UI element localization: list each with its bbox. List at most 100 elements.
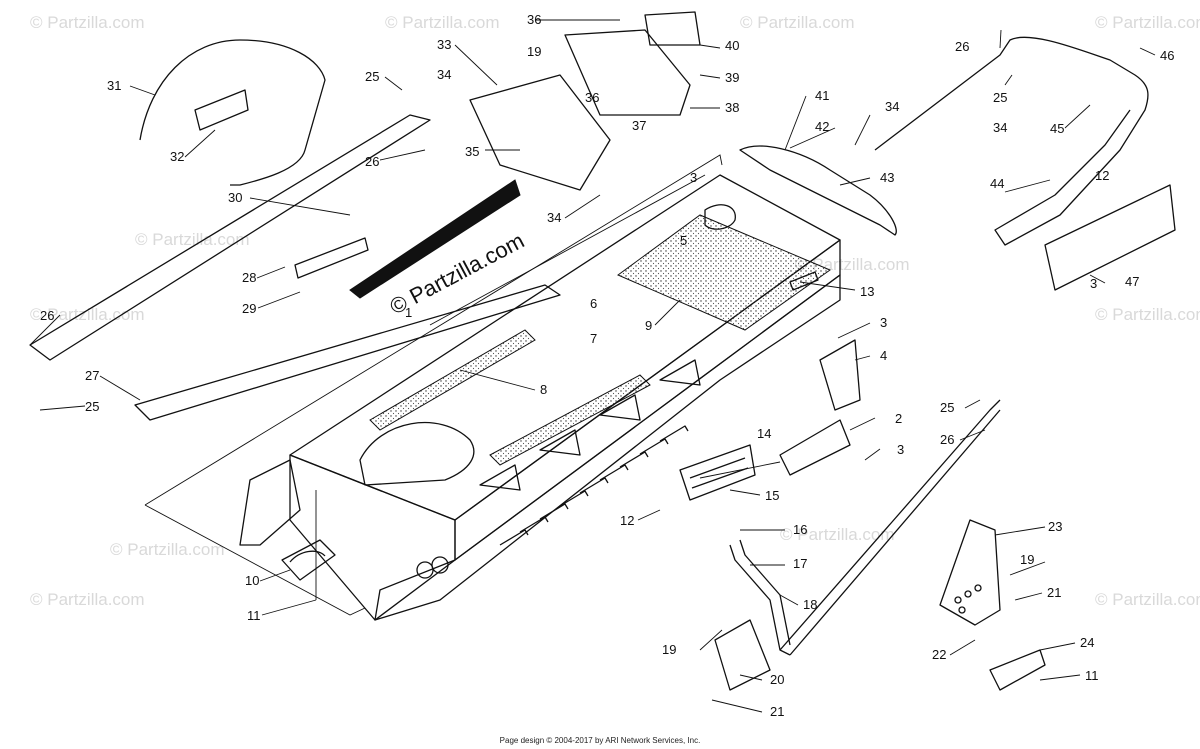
callout-label: 42: [815, 119, 829, 134]
callout-label: 41: [815, 88, 829, 103]
callout-label: 6: [590, 296, 597, 311]
callout-label: 2: [895, 411, 902, 426]
callout-label: 15: [765, 488, 779, 503]
callout-label: 28: [242, 270, 256, 285]
callout-label: 21: [770, 704, 784, 719]
callout-label: 24: [1080, 635, 1094, 650]
callout-label: 33: [437, 37, 451, 52]
callout-label: 11: [1085, 668, 1099, 683]
watermark: © Partzilla.com: [740, 13, 855, 32]
bumper-47: [1044, 184, 1176, 291]
heat-pad: [617, 214, 832, 331]
cover-33: [469, 74, 611, 191]
callout-label: 32: [170, 149, 184, 164]
callout-label: 20: [770, 672, 784, 687]
callout-label: 1: [405, 305, 412, 320]
callout-label: 29: [242, 301, 256, 316]
watermark: © Partzilla.com: [30, 305, 145, 324]
callout-label: 5: [680, 233, 687, 248]
watermark: © Partzilla.com: [110, 540, 225, 559]
rear-bumper: [874, 36, 1176, 291]
callout-label: 38: [725, 100, 739, 115]
watermark: © Partzilla.com: [385, 13, 500, 32]
rail-27: [134, 284, 561, 421]
callout-label: 37: [632, 118, 646, 133]
tie-rod-assembly: [714, 399, 1001, 691]
callout-label: 18: [803, 597, 817, 612]
watermark: © Partzilla.com: [30, 13, 145, 32]
callout-label: 36: [585, 90, 599, 105]
callout-label: 34: [437, 67, 451, 82]
rail-26: [29, 114, 431, 361]
callout-label: 45: [1050, 121, 1064, 136]
callout-label: 22: [932, 647, 946, 662]
decal-30: [349, 179, 521, 299]
footrest-23: [939, 519, 1001, 626]
callout-label: 19: [662, 642, 676, 657]
grip-strip: [369, 329, 536, 431]
tunnel-assembly: [144, 154, 841, 621]
callout-label: 26: [40, 308, 54, 323]
callout-label: 44: [990, 176, 1004, 191]
watermark: © Partzilla.com: [780, 525, 895, 544]
bumper-44: [874, 36, 1149, 246]
callout-label: 39: [725, 70, 739, 85]
watermark: © Partzilla.com: [30, 590, 145, 609]
callout-label: 3: [880, 315, 887, 330]
plate-29: [294, 237, 369, 279]
callout-label: 7: [590, 331, 597, 346]
watermarks: © Partzilla.com © Partzilla.com © Partzi…: [30, 13, 1200, 609]
watermark: © Partzilla.com: [1095, 13, 1200, 32]
callout-label: 4: [880, 348, 887, 363]
callout-label: 25: [993, 90, 1007, 105]
callout-label: 11: [247, 608, 261, 623]
callout-label: 26: [940, 432, 954, 447]
callout-label: 21: [1047, 585, 1061, 600]
callout-label: 34: [547, 210, 561, 225]
callout-label: 10: [245, 573, 259, 588]
callout-label: 26: [955, 39, 969, 54]
callout-label: 3: [897, 442, 904, 457]
callout-label: 19: [527, 44, 541, 59]
callout-label: 26: [365, 154, 379, 169]
watermark: © Partzilla.com: [1095, 590, 1200, 609]
page-footer: Page design © 2004-2017 by ARI Network S…: [499, 736, 701, 745]
callout-label: 23: [1048, 519, 1062, 534]
callout-label: 43: [880, 170, 894, 185]
bracket-32: [194, 89, 249, 131]
front-handle: [139, 39, 326, 186]
callout-label: 13: [860, 284, 874, 299]
callout-label: 12: [620, 513, 634, 528]
callout-label: 25: [940, 400, 954, 415]
callout-label: 3: [690, 170, 697, 185]
left-footrest: [281, 490, 336, 600]
callout-label: 46: [1160, 48, 1174, 63]
callout-label: 25: [365, 69, 379, 84]
watermark: © Partzilla.com: [1095, 305, 1200, 324]
callout-label: 47: [1125, 274, 1139, 289]
callout-label: 19: [1020, 552, 1034, 567]
callout-label: 14: [757, 426, 771, 441]
callout-label: 40: [725, 38, 739, 53]
callout-label: 9: [645, 318, 652, 333]
callout-label: 16: [793, 522, 807, 537]
console-38: [564, 29, 691, 116]
callout-label: 30: [228, 190, 242, 205]
callout-label: 8: [540, 382, 547, 397]
tunnel-louvers: [499, 425, 689, 546]
footrest-24: [989, 649, 1046, 691]
callout-label: 35: [465, 144, 479, 159]
callout-label: 25: [85, 399, 99, 414]
callout-label: 34: [885, 99, 899, 114]
cover-4: [819, 339, 861, 411]
callout-label: 27: [85, 368, 99, 383]
callout-label: 3: [1090, 276, 1097, 291]
grip-strip: [489, 374, 651, 466]
callout-label: 31: [107, 78, 121, 93]
bracket-14: [679, 444, 756, 501]
callout-label: 17: [793, 556, 807, 571]
guard-20: [714, 619, 771, 691]
bracket-2: [779, 419, 851, 476]
